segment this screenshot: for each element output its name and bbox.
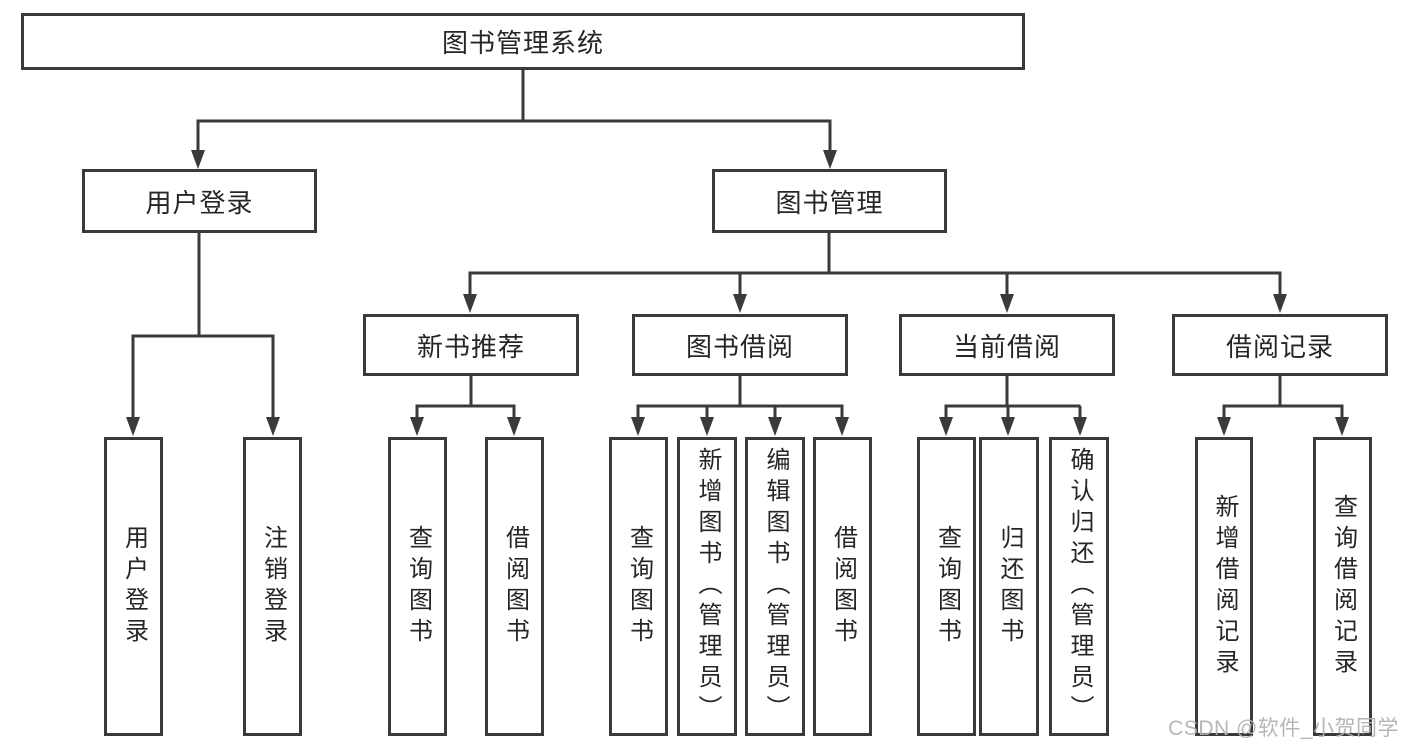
leaf-query-book-recommend: 查询图书 (388, 437, 447, 736)
leaf-confirm-return-admin-label: 确认归还（管理员） (1066, 447, 1093, 726)
leaf-user-login-label: 用户登录 (120, 524, 148, 649)
leaf-confirm-return-admin: 确认归还（管理员） (1049, 437, 1109, 736)
leaf-query-book-current: 查询图书 (917, 437, 976, 736)
node-book-mgmt: 图书管理 (712, 169, 947, 233)
node-user-login: 用户登录 (82, 169, 317, 233)
leaf-borrow-book: 借阅图书 (813, 437, 872, 736)
leaf-query-book-borrow-label: 查询图书 (625, 524, 653, 649)
connector-book-mgmt-to-groups (463, 233, 1287, 313)
connector-new-book-rec-to-children (410, 376, 521, 436)
leaf-logout-label: 注销登录 (259, 524, 287, 649)
node-new-book-recommend: 新书推荐 (363, 314, 579, 376)
leaf-query-borrow-record: 查询借阅记录 (1313, 437, 1372, 736)
node-book-borrow: 图书借阅 (632, 314, 848, 376)
connector-root-to-branches (191, 69, 837, 169)
leaf-borrow-book-recommend: 借阅图书 (485, 437, 544, 736)
leaf-logout: 注销登录 (243, 437, 302, 736)
csdn-watermark: CSDN @软件_小贺同学 (1168, 717, 1399, 740)
connector-current-borrow-to-children (939, 376, 1087, 436)
leaf-borrow-book-recommend-label: 借阅图书 (501, 524, 529, 649)
node-current-borrow: 当前借阅 (899, 314, 1115, 376)
node-borrow-record: 借阅记录 (1172, 314, 1388, 376)
leaf-add-borrow-record: 新增借阅记录 (1195, 437, 1253, 736)
connector-book-borrow-to-children (631, 376, 849, 436)
leaf-user-login: 用户登录 (104, 437, 163, 736)
leaf-borrow-book-label: 借阅图书 (829, 524, 857, 649)
leaf-edit-book-admin-label: 编辑图书（管理员） (762, 447, 789, 726)
leaf-return-book: 归还图书 (979, 437, 1039, 736)
leaf-add-book-admin-label: 新增图书（管理员） (694, 447, 721, 726)
leaf-add-borrow-record-label: 新增借阅记录 (1211, 493, 1238, 680)
connector-borrow-record-to-children (1217, 376, 1349, 436)
leaf-query-borrow-record-label: 查询借阅记录 (1329, 493, 1357, 680)
leaf-query-book-current-label: 查询图书 (933, 524, 961, 649)
connector-user-login-to-children (126, 233, 280, 436)
leaf-query-book-borrow: 查询图书 (609, 437, 668, 736)
leaf-add-book-admin: 新增图书（管理员） (677, 437, 737, 736)
leaf-edit-book-admin: 编辑图书（管理员） (745, 437, 805, 736)
node-root: 图书管理系统 (21, 13, 1025, 70)
leaf-return-book-label: 归还图书 (996, 524, 1023, 649)
leaf-query-book-recommend-label: 查询图书 (404, 524, 432, 649)
